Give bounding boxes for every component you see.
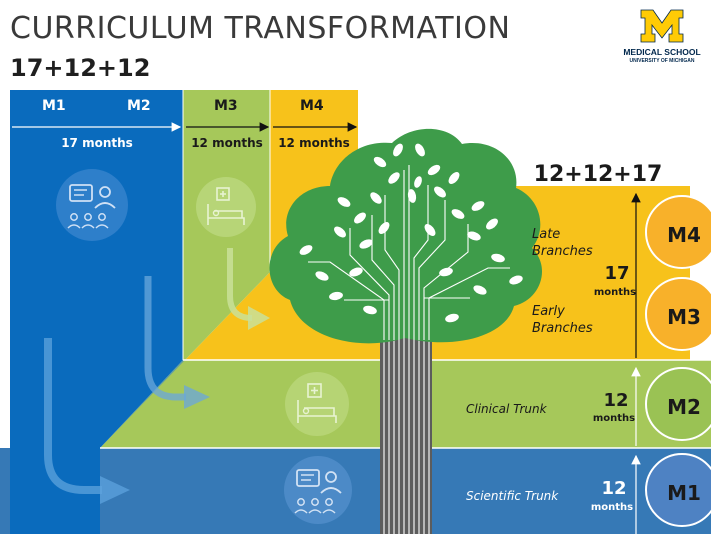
flow-arrow-head [100,476,130,504]
flow-arrow-head [184,385,210,409]
hospital-bed-icon [196,177,256,237]
tree-circuit-lines [383,340,430,534]
year-circle-m4 [645,195,711,269]
clinical-months-value: 12 [603,390,628,411]
hospital-bed-icon [285,372,349,436]
page-subtitle: 17+12+12 [10,54,151,82]
m1-band-light [100,360,185,448]
branches-months-unit: months [594,287,636,298]
year-label-m3: M3 [214,98,238,114]
year-circle-m3 [645,277,711,351]
logo-text-secondary: UNIVERSITY OF MICHIGAN [629,57,695,64]
tree-branches [308,165,510,340]
year-circle-m4-label: M4 [667,223,701,247]
scientific-months-unit: months [591,502,633,513]
year-label-m1: M1 [42,98,66,114]
clinical-months-unit: months [593,413,635,424]
year-circle-m1-label: M1 [667,481,701,505]
branches-months-value: 17 [604,263,629,284]
flow-arrow-head [248,306,270,330]
logo-text-primary: MEDICAL SCHOOL [623,47,701,57]
presentation-icon [284,456,352,524]
year-label-m2: M2 [127,98,151,114]
tree [269,128,543,534]
duration-m1-m2: 17 months [61,136,133,150]
year-circle-m2-label: M2 [667,395,701,419]
flow-arrow [144,276,186,401]
duration-m4: 12 months [278,136,350,150]
scientific-months-value: 12 [601,478,626,499]
block-m-icon [640,9,684,43]
year-circle-m3-label: M3 [667,305,701,329]
duration-m3: 12 months [191,136,263,150]
michigan-medicine-logo: MEDICAL SCHOOL UNIVERSITY OF MICHIGAN [622,6,702,70]
presentation-icon [56,169,128,241]
page-title: CURRICULUM TRANSFORMATION [10,11,511,46]
tree-leaves [299,143,523,323]
level-label-scientific-trunk: Scientific Trunk [466,489,559,503]
year-label-m4: M4 [300,98,324,114]
level-label-clinical-trunk: Clinical Trunk [466,402,548,416]
m1-m2-column [10,90,183,534]
year-circle-m1 [645,453,711,527]
flow-arrow [227,248,253,321]
new-model-title: 12+12+17 [534,162,663,187]
flow-arrow [44,338,102,494]
year-circle-m2 [645,367,711,441]
